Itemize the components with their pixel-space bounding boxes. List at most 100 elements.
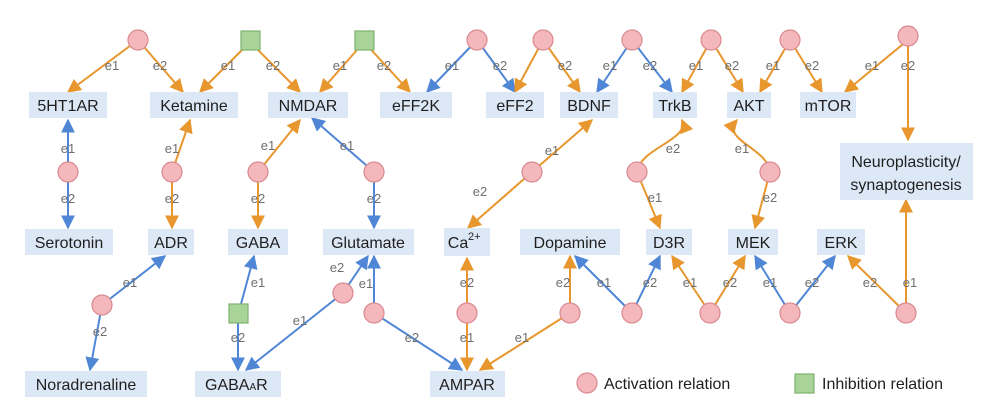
edge-r2-eff2k [426,39,478,94]
edge-label: e2 [405,330,419,345]
edge-label: e2 [460,275,474,290]
legend-inhibition-icon [794,373,815,394]
entity-neuroplasticity-line1: Neuroplasticity/ [851,154,961,171]
edge-label: e1 [597,275,611,290]
activation-node [127,29,149,51]
edge-r12-noradrenaline [85,304,103,372]
entity-ca: Ca [448,235,469,252]
edge-label: e2 [377,58,391,73]
activation-node [466,29,488,51]
activation-node [532,29,554,51]
activation-node [897,25,919,47]
activation-node [456,302,478,324]
activation-node [700,29,722,51]
edge-label: e2 [805,275,819,290]
edge-r1-ketamine [137,39,184,94]
edge-label: e2 [805,58,819,73]
activation-node [621,29,643,51]
activation-node [57,161,79,183]
entity-ampar: AMPAR [439,377,495,394]
edge-label: e2 [666,141,680,156]
edge-r21-mek [709,254,746,314]
edge-label: e2 [165,191,179,206]
edge-label: e1 [293,313,307,328]
edge-r15-bdnf [531,119,594,173]
entity-nmdar: NMDAR [279,98,338,115]
edges [61,39,915,372]
activation-node [363,302,385,324]
activation-node [779,302,801,324]
entity-dopamine: Dopamine [534,235,607,252]
edge-r22-erk [789,254,836,314]
entity-neuroplasticity-line2: synaptogenesis [850,177,961,194]
edge-label: e2 [473,184,487,199]
legend-activation-label: Activation relation [604,376,730,393]
edge-r4-trkb [631,39,673,94]
edge-label: e2 [723,275,737,290]
inhibition-node [240,30,261,51]
edge-label: e2 [763,190,777,205]
edge-label: e1 [105,58,119,73]
entity-glutamate: Glutamate [331,235,405,252]
edge-label: e2 [266,58,280,73]
edge-label: e2 [231,330,245,345]
entity-gaba: GABA [236,235,281,252]
legend-inhibition-label: Inhibition relation [822,376,943,393]
edge-label: e1 [735,141,749,156]
entity-trkb: TrkB [658,98,691,115]
edge-label: e2 [330,260,344,275]
edge-r17-ampar [478,312,571,371]
edge-label: e2 [93,324,107,339]
edge-r10-nmdar [257,118,301,173]
edge-label: e1 [61,141,75,156]
activation-node [779,29,801,51]
edge-label: e2 [863,275,877,290]
activation-node [626,161,648,183]
entity-serotonin: Serotonin [35,235,104,252]
edge-label: e1 [648,190,662,205]
edge-label: e2 [61,191,75,206]
edge-label: e1 [123,275,137,290]
edge-label: e1 [763,275,777,290]
edge-label: e1 [545,143,559,158]
entity-erk: ERK [825,235,858,252]
edge-label: e1 [460,330,474,345]
entity-adr: ADR [154,235,188,252]
edge-label: e2 [153,58,167,73]
edge-label: e1 [165,141,179,156]
edge-label: e1 [603,58,617,73]
activation-node [247,161,269,183]
edge-label: e1 [221,58,235,73]
activation-node [91,294,113,316]
edge-r14-ampar [373,312,464,371]
edge-label: e2 [725,58,739,73]
edge-r20-dopamine [574,255,633,314]
edge-r7-mtor [843,39,909,93]
legend-activation-icon [576,372,598,394]
edge-r12-adr [101,255,167,306]
entity-ca-superscript: 2+ [468,231,481,243]
inhibition-node [228,303,249,324]
edge-label: e1 [689,58,703,73]
entity-noradrenaline: Noradrenaline [36,377,137,394]
activation-node [621,302,643,324]
edge-label: e2 [556,275,570,290]
entity-d3r: D3R [653,235,685,252]
edge-r15-ca [466,171,533,229]
entity-mtor: mTOR [805,98,852,115]
edge-label: e1 [261,138,275,153]
edge-label: e1 [903,275,917,290]
entity-eff2k: eFF2K [392,98,440,115]
activation-node [559,302,581,324]
edge-label: e2 [558,58,572,73]
edge-r13-gabaar [244,292,344,371]
entity-gabaar: GABAAR [205,377,268,394]
activation-node [161,161,183,183]
edge-labels: e1 e2 e1 e2 e1 e2 e1 e2 e2 e1 e2 e1 e2 e… [61,58,917,345]
edge-label: e2 [643,58,657,73]
entity-akt: AKT [733,98,764,115]
activation-nodes [57,25,919,324]
edge-label: e1 [766,58,780,73]
edge-r22-mek [754,254,791,314]
